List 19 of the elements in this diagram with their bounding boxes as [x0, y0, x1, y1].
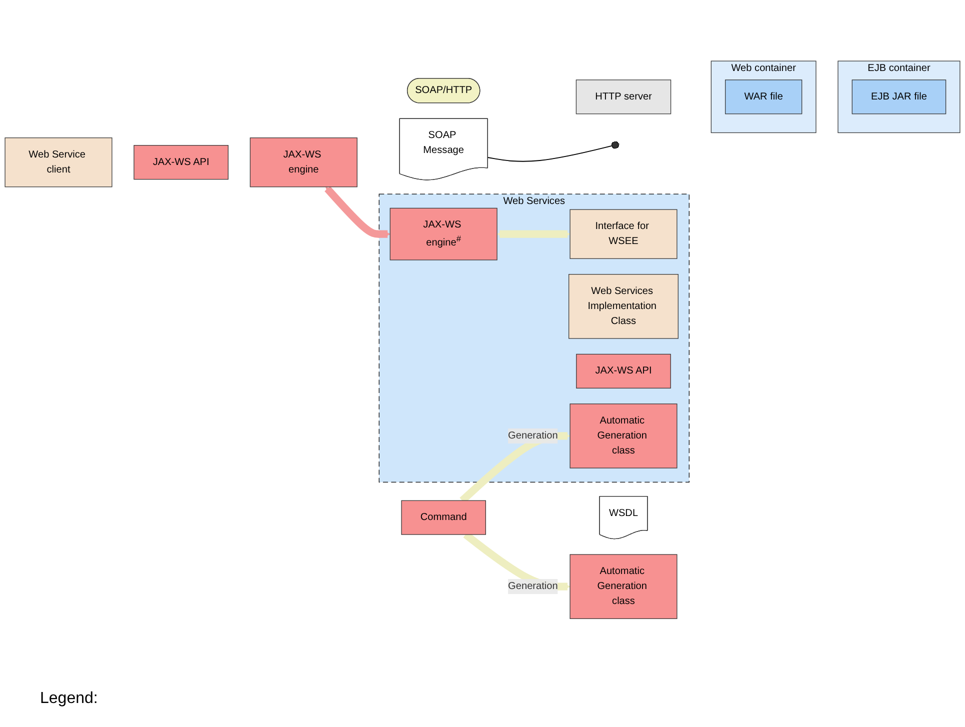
- node-box: Automatic Generation class: [570, 404, 678, 468]
- node-box: JAX-WS engine$^{#}$: [390, 208, 498, 260]
- arrow: [324, 186, 390, 238]
- node-box: JAX-WS API: [576, 354, 671, 389]
- node-box: Automatic Generation class: [570, 554, 678, 620]
- node-box: Web Services Implementation Class: [568, 274, 678, 339]
- node-box: WAR file: [725, 80, 802, 114]
- arrow: [497, 230, 570, 238]
- node-box: HTTP server: [576, 80, 672, 114]
- node-box: JAX-WS engine: [250, 138, 358, 188]
- node-box: Web Service client: [4, 138, 112, 188]
- leader-line: [487, 141, 620, 162]
- node-box: Interface for WSEE: [570, 209, 678, 260]
- edge-label: Generation: [508, 430, 558, 442]
- legend-heading: Legend:: [40, 690, 98, 708]
- edge-label: Generation: [508, 581, 558, 592]
- node-box: Command: [401, 500, 486, 536]
- node-box: EJB JAR file: [852, 80, 946, 114]
- node-box: JAX-WS API: [134, 145, 228, 180]
